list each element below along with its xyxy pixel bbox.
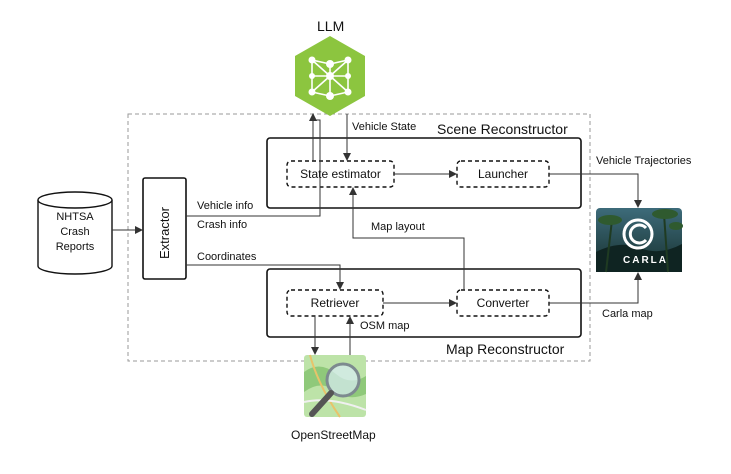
converter-label: Converter [476,296,530,310]
source-label: NHTSA Crash Reports [40,210,110,255]
source-label-line-3: Reports [55,241,95,253]
database-icon [37,191,113,275]
retriever-node [286,289,384,317]
edge-label-carla-map: Carla map [602,308,653,320]
llm-icon [295,36,365,116]
edge-label-vehicle-trajectories: Vehicle Trajectories [596,155,692,167]
edge-label-vehicle-state: Vehicle State [352,121,417,133]
source-label-line-1: NHTSA [56,211,94,223]
source-label-line-2: Crash [60,226,90,238]
edge-label-osm-map: OSM map [360,320,410,332]
edge-extractor-to-llm [186,119,321,217]
openstreetmap-label: OpenStreetMap [291,428,376,442]
edge-label-map-layout: Map layout [371,221,425,233]
edge-coordinates-to-retriever [186,264,344,290]
carla-logo-text: CARLA [623,255,668,266]
edge-label-coordinates: Coordinates [197,251,257,263]
edge-converter-to-estimator [349,187,465,290]
carla-logo [596,208,683,273]
extractor-label: Extractor [157,206,172,259]
openstreetmap-icon [303,354,367,418]
llm-label: LLM [317,18,345,34]
edge-label-vehicle-info: Vehicle info [197,200,254,212]
scene-reconstructor-title: Scene Reconstructor [437,121,568,137]
retriever-label: Retriever [310,296,360,310]
map-reconstructor-title: Map Reconstructor [446,341,565,357]
edge-converter-to-carla [549,272,642,304]
state-estimator-label: State estimator [300,167,381,181]
edge-launcher-to-carla [549,173,642,208]
scene-reconstructor-box [266,137,582,209]
edge-label-crash-info: Crash info [197,219,248,231]
launcher-label: Launcher [477,167,529,181]
extractor-box [142,177,187,280]
